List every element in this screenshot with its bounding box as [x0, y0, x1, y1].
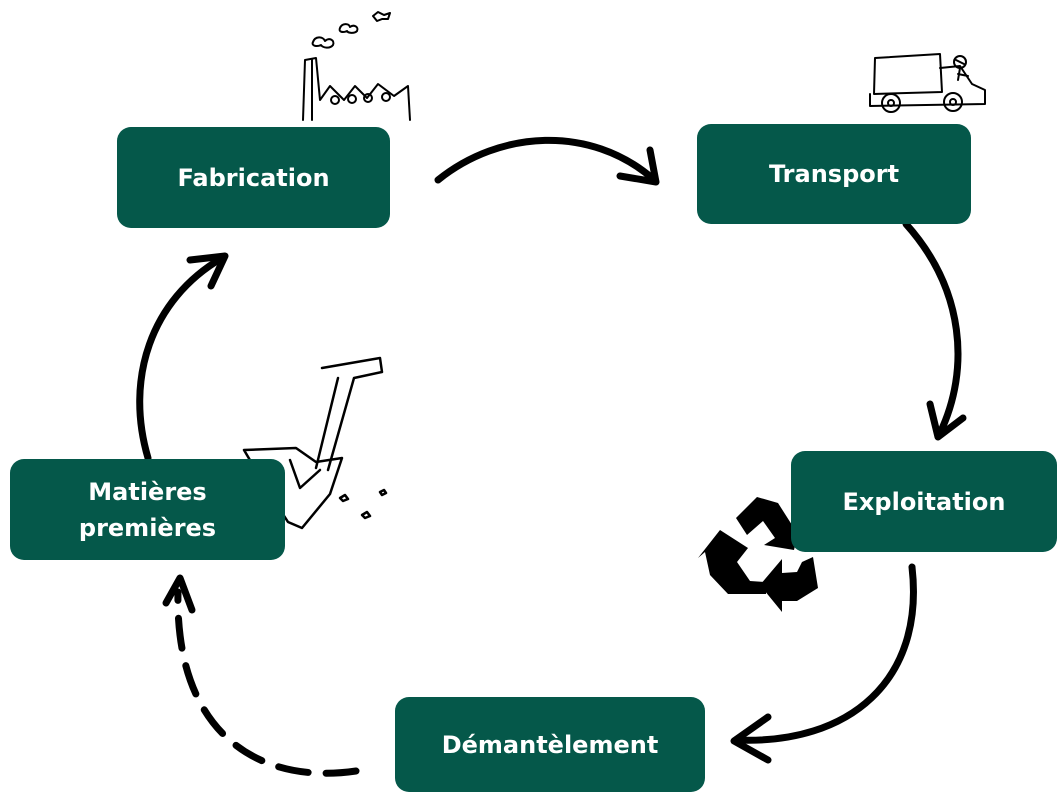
arrow-demantelement-to-matieres [162, 574, 360, 777]
node-matieres-premieres: Matières premières [10, 459, 285, 560]
node-label: Fabrication [177, 163, 330, 192]
arrow-fabrication-to-transport [434, 136, 660, 186]
node-fabrication: Fabrication [117, 127, 390, 228]
node-demantelement: Démantèlement [395, 697, 705, 792]
node-label: Démantèlement [441, 730, 659, 759]
arrow-matieres-to-fabrication [136, 252, 229, 462]
node-exploitation: Exploitation [791, 451, 1057, 552]
node-label: Exploitation [842, 487, 1006, 516]
node-label: Transport [768, 160, 900, 188]
arrow-transport-to-exploitation [902, 220, 967, 441]
node-transport: Transport [697, 124, 971, 224]
node-label: Matières premières [78, 477, 217, 542]
arrow-exploitation-to-demantelement [730, 563, 917, 764]
